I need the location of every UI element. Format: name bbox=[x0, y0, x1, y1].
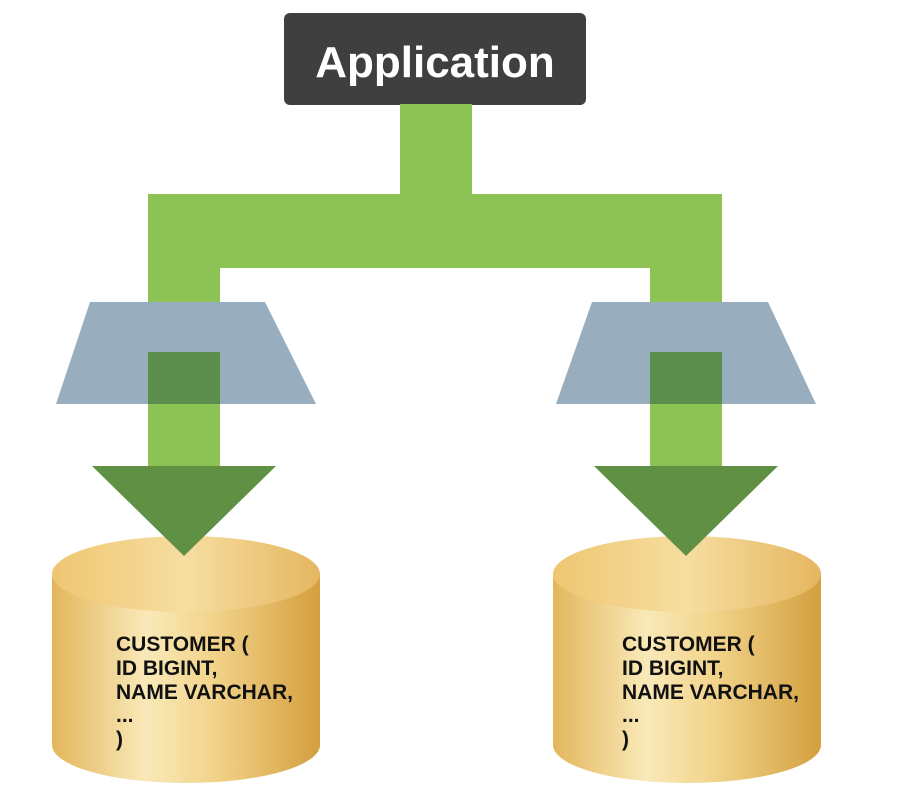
left-arrow bbox=[92, 404, 276, 556]
right-shard-filter bbox=[556, 302, 816, 404]
right-overlap bbox=[650, 352, 722, 404]
flow-crossbar bbox=[148, 194, 722, 268]
left-schema-line-5: ) bbox=[116, 728, 123, 751]
routing-flow bbox=[148, 104, 722, 470]
left-schema-line-3: NAME VARCHAR, bbox=[116, 681, 293, 704]
left-arrow-shaft bbox=[148, 404, 220, 466]
right-cylinder-top bbox=[553, 536, 821, 612]
left-schema-line-1: CUSTOMER ( bbox=[116, 633, 249, 656]
right-arrowhead bbox=[594, 466, 778, 556]
right-arrow-shaft bbox=[650, 404, 722, 466]
left-schema-line-4: ... bbox=[116, 704, 134, 727]
right-schema-line-4: ... bbox=[622, 704, 640, 727]
right-schema-line-5: ) bbox=[622, 728, 629, 751]
flow-stem bbox=[400, 104, 472, 204]
right-schema-line-1: CUSTOMER ( bbox=[622, 633, 755, 656]
right-database: CUSTOMER ( ID BIGINT, NAME VARCHAR, ... … bbox=[553, 536, 821, 783]
right-arrow bbox=[594, 404, 778, 556]
left-cylinder-top bbox=[52, 536, 320, 612]
application-box bbox=[284, 13, 586, 105]
right-schema-line-2: ID BIGINT, bbox=[622, 657, 724, 680]
left-database: CUSTOMER ( ID BIGINT, NAME VARCHAR, ... … bbox=[52, 536, 320, 783]
left-shard-filter bbox=[56, 302, 316, 404]
right-cylinder-body bbox=[553, 574, 821, 783]
right-schema-line-3: NAME VARCHAR, bbox=[622, 681, 799, 704]
left-schema-line-2: ID BIGINT, bbox=[116, 657, 218, 680]
application-label: Application bbox=[315, 38, 555, 87]
application-node: Application bbox=[284, 13, 586, 105]
left-arrowhead bbox=[92, 466, 276, 556]
left-cylinder-body bbox=[52, 574, 320, 783]
left-overlap bbox=[148, 352, 220, 404]
